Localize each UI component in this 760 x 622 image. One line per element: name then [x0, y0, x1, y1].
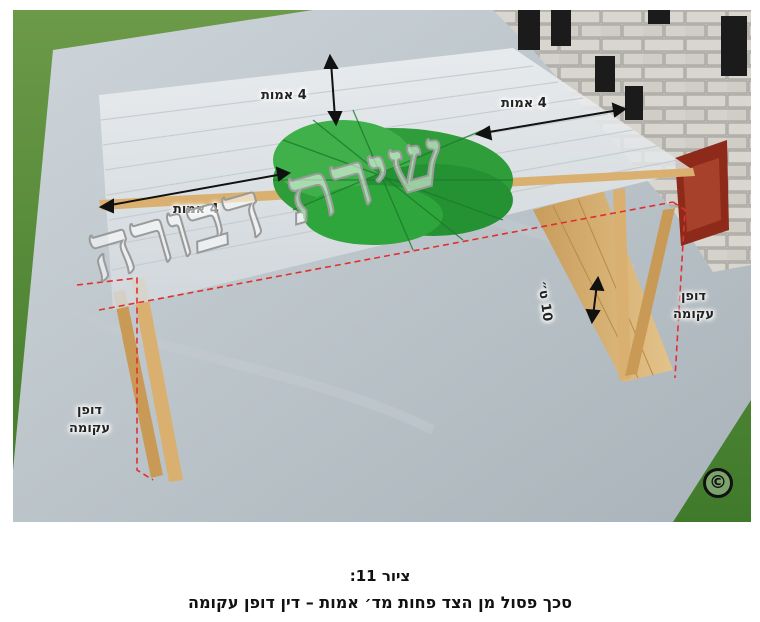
illustration-canvas — [13, 10, 751, 522]
window — [551, 10, 571, 46]
dashed-outline-top — [98, 201, 674, 311]
post-back — [613, 188, 631, 380]
figure-caption: סכך פסול מן הצד פחות מד׳ אמות – דין דופן… — [187, 593, 573, 612]
window — [625, 86, 643, 120]
dashed-outline-right — [672, 201, 686, 379]
dimension-arrows — [98, 53, 628, 325]
figure-number: ציור 11: — [349, 567, 411, 585]
post-back-2 — [625, 208, 675, 376]
post-front-left-2 — [113, 290, 163, 478]
copyright-icon: © — [703, 468, 733, 498]
window — [648, 10, 670, 24]
post-front-left — [131, 278, 183, 482]
dimension-label-depth: 4 אמות — [261, 88, 307, 103]
sukkah-illustration: 4 אמות 4 אמות 4 אמות 10 ט״ דופן עקומה דו… — [13, 10, 751, 522]
dimension-label-left: 4 אמות — [173, 202, 219, 217]
dimension-label-right: 4 אמות — [501, 96, 547, 111]
window — [595, 56, 615, 92]
side-label-right: דופן עקומה — [673, 289, 715, 322]
dashed-outline-left — [76, 277, 154, 481]
window — [518, 10, 540, 50]
window — [721, 16, 747, 76]
side-label-left: דופן עקומה — [69, 403, 111, 436]
